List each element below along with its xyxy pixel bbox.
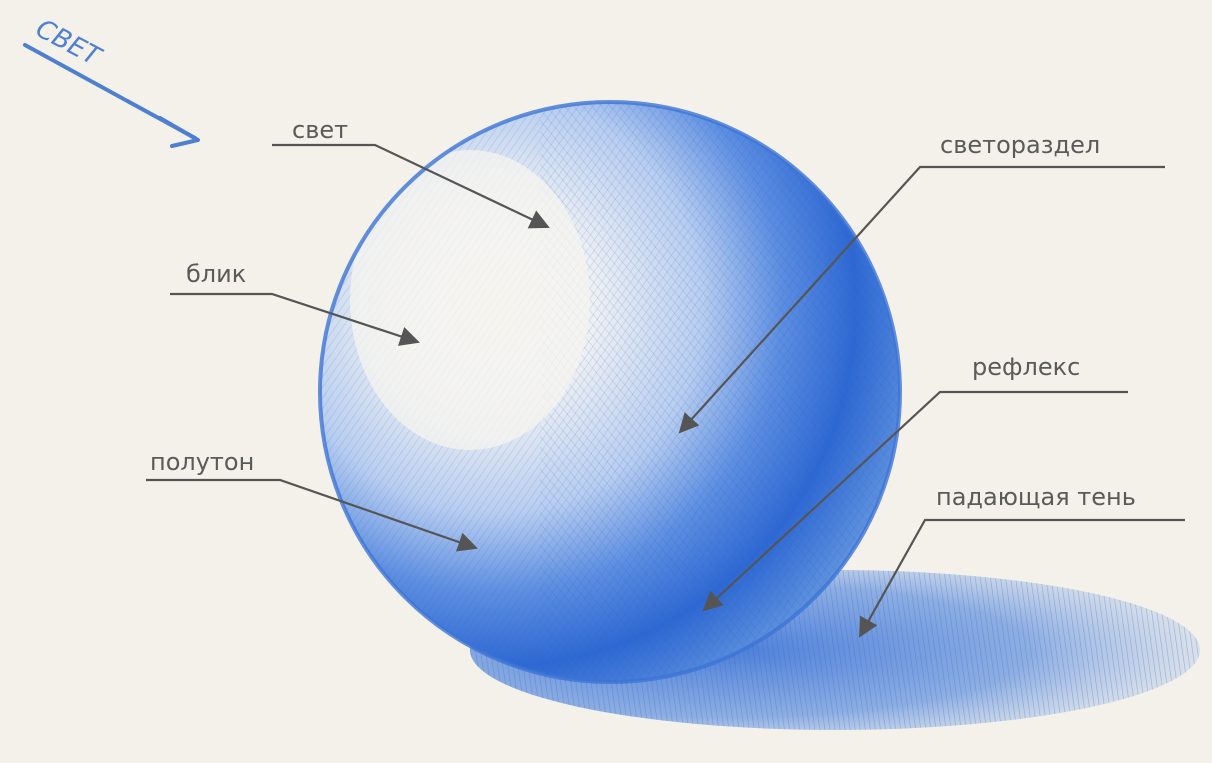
label-reflex: рефлекс <box>972 353 1080 381</box>
label-highlight: блик <box>186 260 246 288</box>
label-cast-shadow: падающая тень <box>936 483 1136 511</box>
label-terminator: светораздел <box>940 131 1100 159</box>
label-light: свет <box>292 116 348 144</box>
label-halftone: полутон <box>150 448 254 476</box>
